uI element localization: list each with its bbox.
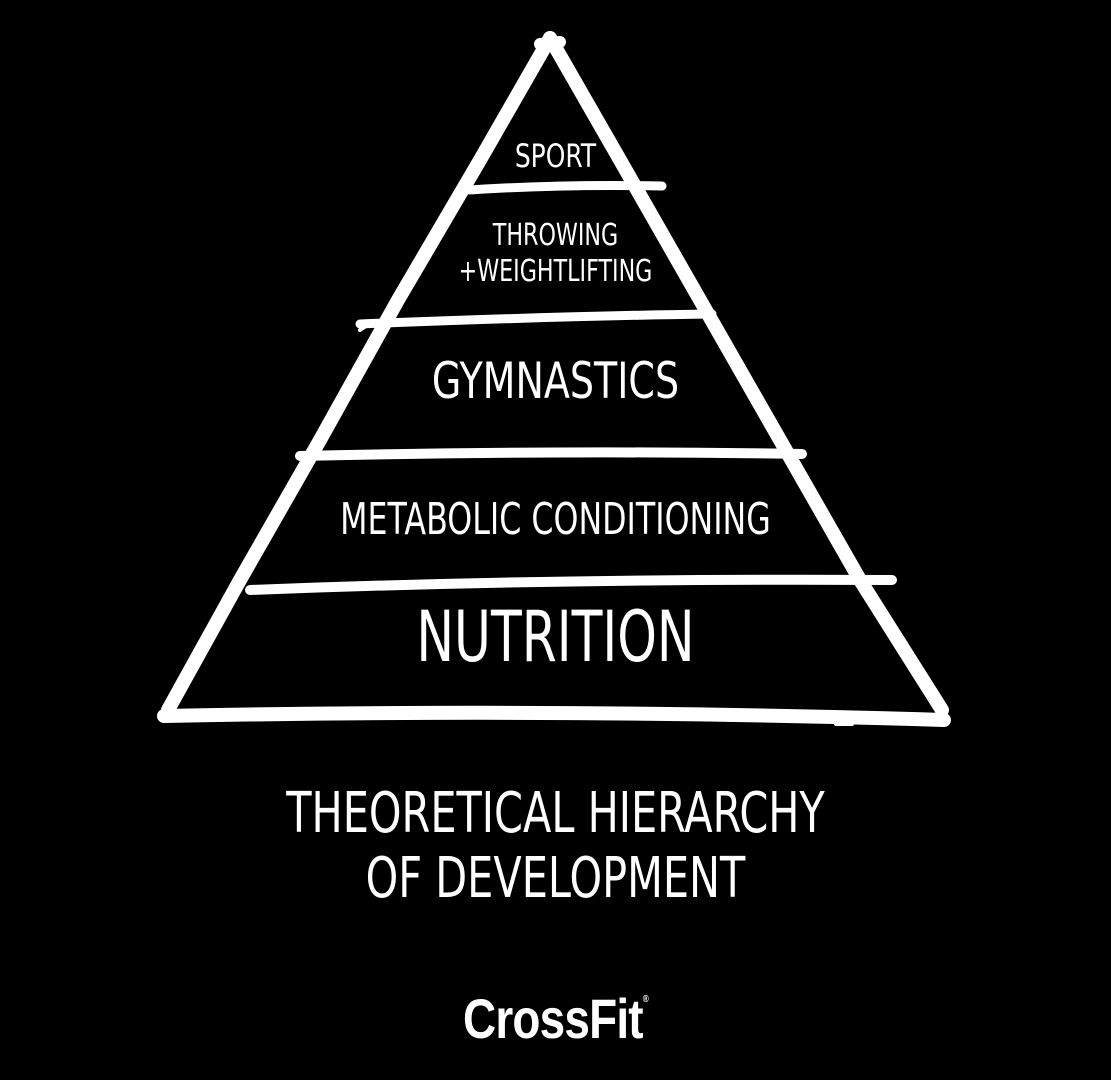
pyramid-apex <box>534 36 566 50</box>
tier-divider-1 <box>465 181 667 195</box>
level-throwing-line2: +WEIGHTLIFTING <box>458 254 653 289</box>
sketch-mark-1 <box>225 589 239 599</box>
level-throwing-weightlifting: THROWING +WEIGHTLIFTING <box>144 218 966 290</box>
pyramid-left-edge <box>161 31 557 717</box>
registered-mark: ® <box>642 994 649 1005</box>
diagram-title: THEORETICAL HIERARCHY OF DEVELOPMENT <box>144 781 966 912</box>
title-line-2: OF DEVELOPMENT <box>365 845 746 911</box>
level-metabolic-conditioning: METABOLIC CONDITIONING <box>340 494 771 545</box>
level-sport: SPORT <box>514 137 597 175</box>
brand-name: CrossFit <box>463 987 644 1050</box>
tier-divider-4 <box>245 574 897 595</box>
tier-divider-2 <box>355 309 717 329</box>
level-nutrition: NUTRITION <box>416 596 695 678</box>
level-gymnastics: GYMNASTICS <box>431 352 680 410</box>
sketch-mark-3 <box>358 324 368 332</box>
pyramid-right-edge <box>543 31 949 717</box>
tier-divider-3 <box>295 447 807 461</box>
crossfit-logo: CrossFit® <box>100 986 1011 1051</box>
title-line-1: THEORETICAL HIERARCHY <box>286 781 825 846</box>
pyramid-base <box>157 705 951 727</box>
level-throwing-line1: THROWING <box>492 218 619 253</box>
